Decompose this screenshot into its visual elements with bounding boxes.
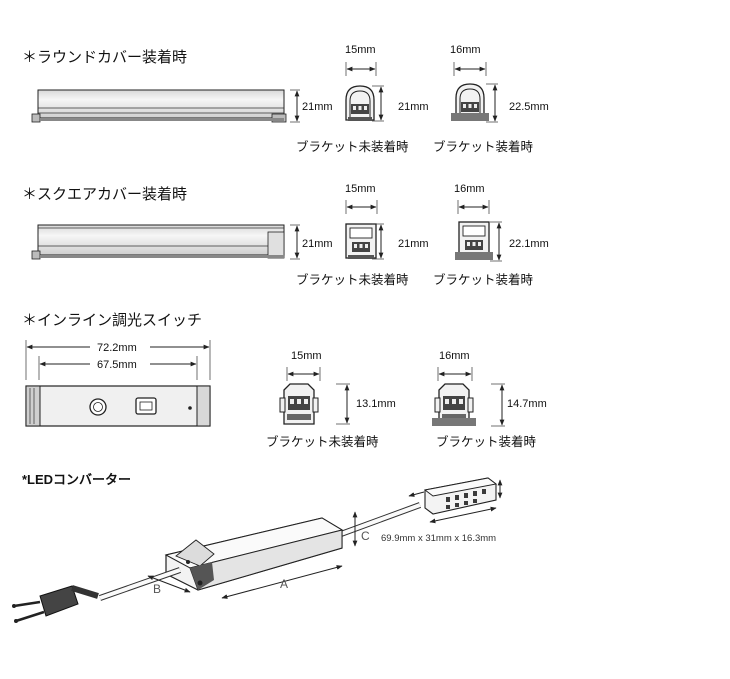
round-a-caption: ブラケット未装着時 (296, 139, 409, 154)
inline-length-inner: 67.5mm (97, 359, 137, 371)
inline-profile-with-bracket: 16mm 14.7mm ブラケット装着時 (432, 350, 547, 449)
square-b-caption: ブラケット装着時 (433, 272, 534, 287)
inline-length-outer: 72.2mm (97, 342, 137, 354)
inline-a-width: 15mm (291, 350, 322, 362)
dimmer-knob-icon (89, 398, 107, 416)
round-profile-with-bracket: 16mm 22.5mm ブラケット装着時 (433, 44, 549, 154)
inline-b-caption: ブラケット装着時 (436, 434, 537, 449)
inline-switch-body (25, 385, 211, 427)
distribution-hub (423, 477, 498, 515)
section-led-converter: *LEDコンバーター A B (12, 472, 503, 623)
square-a-caption: ブラケット未装着時 (296, 272, 409, 287)
round-a-width: 15mm (345, 44, 376, 56)
dimension-b-label: B (153, 582, 161, 596)
dimension-a-label: A (280, 577, 288, 591)
section-title-square: ＊スクエアカバー装着時 (22, 185, 187, 203)
power-plug-icon (12, 585, 99, 623)
round-side-height: 21mm (302, 101, 333, 113)
square-a-width: 15mm (345, 183, 376, 195)
inline-a-height: 13.1mm (356, 398, 396, 410)
round-b-height: 22.5mm (509, 101, 549, 113)
inline-profile-no-bracket: 15mm 13.1mm ブラケット未装着時 (266, 350, 396, 449)
square-b-width: 16mm (454, 183, 485, 195)
hub-dimensions: 69.9mm x 31mm x 16.3mm (381, 533, 496, 544)
section-inline-switch: ＊インライン調光スイッチ 72.2mm 67.5mm 15mm (22, 311, 547, 449)
switch-button-icon (135, 397, 157, 415)
round-profile-no-bracket: 15mm 21mm ブラケット未装着時 (296, 44, 429, 154)
section-square-cover: ＊スクエアカバー装着時 21mm 15mm 21mm ブラケット未装着時 1 (22, 183, 549, 287)
round-a-height: 21mm (398, 101, 429, 113)
section-title-inline: ＊インライン調光スイッチ (22, 311, 202, 329)
square-profile-with-bracket: 16mm 22.1mm ブラケット装着時 (433, 183, 549, 287)
round-b-width: 16mm (450, 44, 481, 56)
inline-b-height: 14.7mm (507, 398, 547, 410)
converter-body (164, 517, 344, 591)
square-b-height: 22.1mm (509, 238, 549, 250)
square-profile-side-view (31, 224, 285, 260)
section-title-round: ＊ラウンドカバー装着時 (22, 48, 187, 66)
inline-a-caption: ブラケット未装着時 (266, 434, 379, 449)
dimension-c-label: C (361, 529, 370, 543)
section-title-converter: *LEDコンバーター (22, 472, 131, 487)
square-side-height: 21mm (302, 238, 333, 250)
inline-b-width: 16mm (439, 350, 470, 362)
section-round-cover: ＊ラウンドカバー装着時 21mm 15mm 21mm ブラケット未装着時 (22, 44, 549, 154)
round-b-caption: ブラケット装着時 (433, 139, 534, 154)
square-a-height: 21mm (398, 238, 429, 250)
round-profile-side-view (31, 89, 287, 123)
square-profile-no-bracket: 15mm 21mm ブラケット未装着時 (296, 183, 429, 287)
